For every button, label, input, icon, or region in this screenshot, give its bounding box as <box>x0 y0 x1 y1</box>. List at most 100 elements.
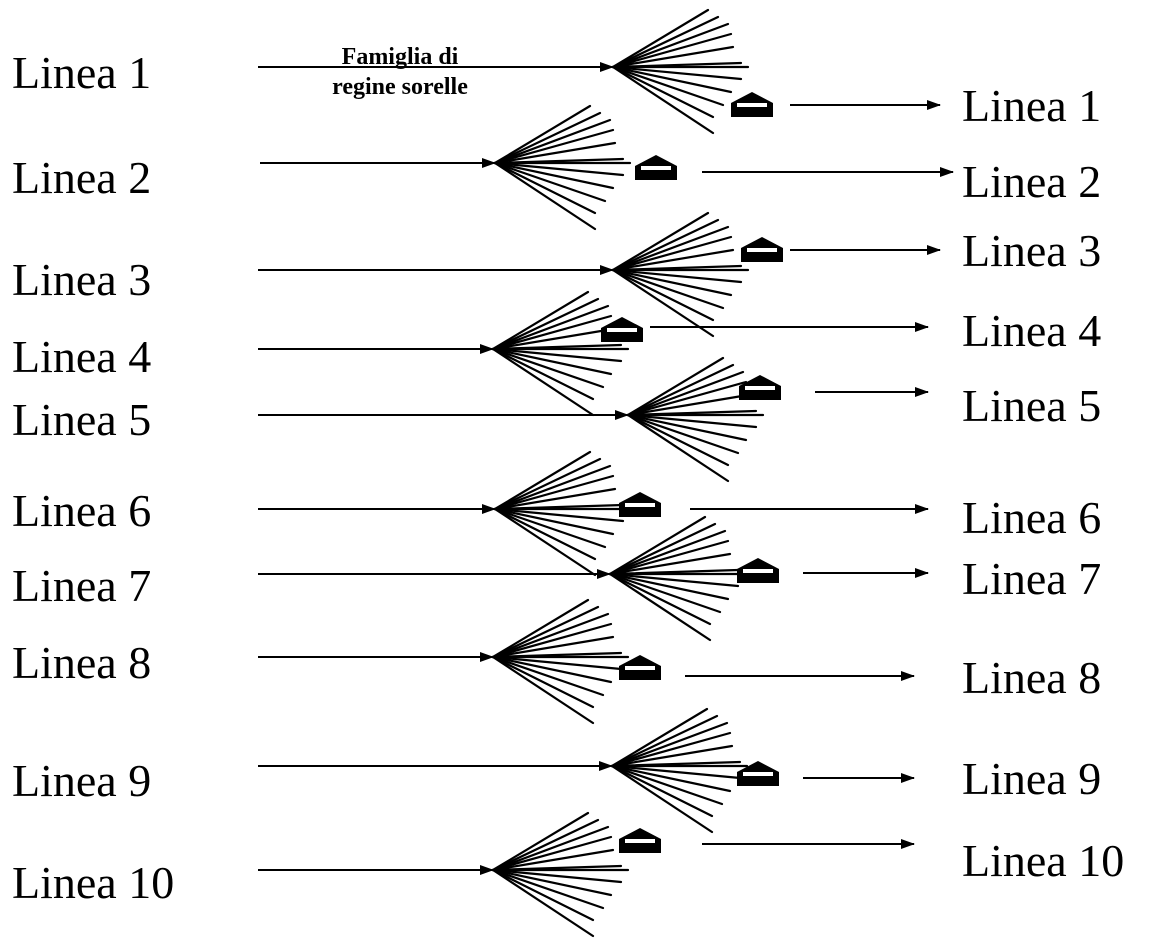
left-label-linea-5: Linea 5 <box>12 394 152 445</box>
fan-ray-8-11 <box>491 655 595 709</box>
left-label-linea-7: Linea 7 <box>12 560 152 611</box>
fan-ray-9-3 <box>610 721 729 768</box>
fan-ray-8-9 <box>491 655 613 684</box>
fan-ray-10-9 <box>491 868 613 897</box>
fan-ray-1-10 <box>611 65 725 107</box>
sister-queens-fan-6 <box>493 450 632 577</box>
fan-ray-3-10 <box>611 268 725 310</box>
queen-cell-icon-stripe-3 <box>747 248 777 252</box>
fan-ray-10-11 <box>491 868 595 922</box>
right-label-linea-8: Linea 8 <box>962 652 1102 703</box>
fan-ray-9-10 <box>610 764 724 806</box>
fan-ray-6-3 <box>493 464 612 511</box>
right-label-linea-6: Linea 6 <box>962 492 1102 543</box>
fan-ray-7-4 <box>608 539 730 576</box>
fan-ray-8-10 <box>491 655 605 697</box>
fan-ray-7-12 <box>608 572 712 642</box>
fan-ray-6-8 <box>493 507 625 523</box>
fan-ray-2-10 <box>493 161 607 203</box>
fan-ray-1-8 <box>611 65 743 81</box>
fan-ray-3-8 <box>611 268 743 284</box>
fan-ray-9-2 <box>610 714 719 768</box>
fan-ray-8-5 <box>491 635 615 659</box>
queen-cell-icon-stripe-9 <box>743 772 773 776</box>
fan-ray-5-3 <box>626 370 745 417</box>
fan-ray-4-3 <box>491 304 610 351</box>
left-label-linea-8: Linea 8 <box>12 637 152 688</box>
queen-cell-icon-8 <box>619 655 661 680</box>
sister-queens-fan-5 <box>626 356 765 483</box>
fan-ray-8-1 <box>491 598 590 659</box>
sister-queens-fan-8 <box>491 598 630 725</box>
left-label-linea-1: Linea 1 <box>12 47 152 98</box>
fan-ray-3-11 <box>611 268 715 322</box>
fan-ray-6-10 <box>493 507 607 549</box>
fan-ray-10-12 <box>491 868 595 938</box>
fan-ray-10-3 <box>491 825 610 872</box>
queen-cell-icon-stripe-6 <box>625 503 655 507</box>
sister-queens-fan-7 <box>608 515 747 642</box>
fan-ray-9-12 <box>610 764 714 834</box>
right-label-linea-10: Linea 10 <box>962 835 1125 886</box>
fan-ray-6-9 <box>493 507 615 536</box>
fan-ray-7-10 <box>608 572 722 614</box>
fan-ray-5-12 <box>626 413 730 483</box>
right-label-linea-3: Linea 3 <box>962 225 1102 276</box>
fan-ray-2-5 <box>493 141 617 165</box>
fan-ray-2-2 <box>493 111 602 165</box>
annotation-line-2: regine sorelle <box>332 74 468 100</box>
fan-ray-1-4 <box>611 32 733 69</box>
right-label-linea-7: Linea 7 <box>962 553 1102 604</box>
left-label-linea-4: Linea 4 <box>12 331 152 382</box>
fan-ray-1-1 <box>611 8 710 69</box>
right-label-linea-2: Linea 2 <box>962 156 1102 207</box>
fan-ray-5-2 <box>626 363 735 417</box>
annotation-line-1: Famiglia di <box>341 44 459 70</box>
fan-ray-10-2 <box>491 818 600 872</box>
fan-ray-7-5 <box>608 552 732 576</box>
sister-queens-fan-1 <box>611 8 750 135</box>
fan-ray-7-8 <box>608 572 740 588</box>
fan-ray-1-2 <box>611 15 720 69</box>
left-label-linea-6: Linea 6 <box>12 485 152 536</box>
fan-ray-4-4 <box>491 314 613 351</box>
left-label-linea-3: Linea 3 <box>12 254 152 305</box>
fan-ray-5-1 <box>626 356 725 417</box>
fan-ray-9-1 <box>610 707 709 768</box>
right-label-linea-1: Linea 1 <box>962 80 1102 131</box>
left-label-linea-10: Linea 10 <box>12 857 175 908</box>
sister-queens-fan-9 <box>610 707 749 834</box>
fan-ray-5-8 <box>626 413 758 429</box>
queen-cell-icon-stripe-8 <box>625 666 655 670</box>
fan-ray-7-3 <box>608 529 727 576</box>
sister-queens-fan-2 <box>493 104 632 231</box>
fan-ray-8-8 <box>491 655 623 671</box>
right-label-linea-9: Linea 9 <box>962 753 1102 804</box>
queen-cell-icon-stripe-4 <box>607 328 637 332</box>
queen-cell-icon-stripe-1 <box>737 103 767 107</box>
fan-ray-3-12 <box>611 268 715 338</box>
fan-ray-1-12 <box>611 65 715 135</box>
fan-ray-8-12 <box>491 655 595 725</box>
fan-ray-8-3 <box>491 612 610 659</box>
queen-cell-icon-stripe-2 <box>641 166 671 170</box>
fan-ray-1-9 <box>611 65 733 94</box>
fan-ray-1-3 <box>611 22 730 69</box>
queen-cell-icon-5 <box>739 375 781 400</box>
fan-ray-1-5 <box>611 45 735 69</box>
fan-ray-10-1 <box>491 811 590 872</box>
fan-ray-10-5 <box>491 848 615 872</box>
queen-cell-icon-stripe-7 <box>743 569 773 573</box>
fan-ray-5-10 <box>626 413 740 455</box>
queen-cell-icon-stripe-10 <box>625 839 655 843</box>
fan-ray-5-4 <box>626 380 748 417</box>
fan-ray-6-5 <box>493 487 617 511</box>
queen-cell-icon-4 <box>601 317 643 342</box>
sister-queens-fan-10 <box>491 811 630 938</box>
fan-ray-5-11 <box>626 413 730 467</box>
fan-ray-2-11 <box>493 161 597 215</box>
sister-queens-annotation: Famiglia di regine sorelle <box>295 42 505 102</box>
fan-ray-4-10 <box>491 347 605 389</box>
